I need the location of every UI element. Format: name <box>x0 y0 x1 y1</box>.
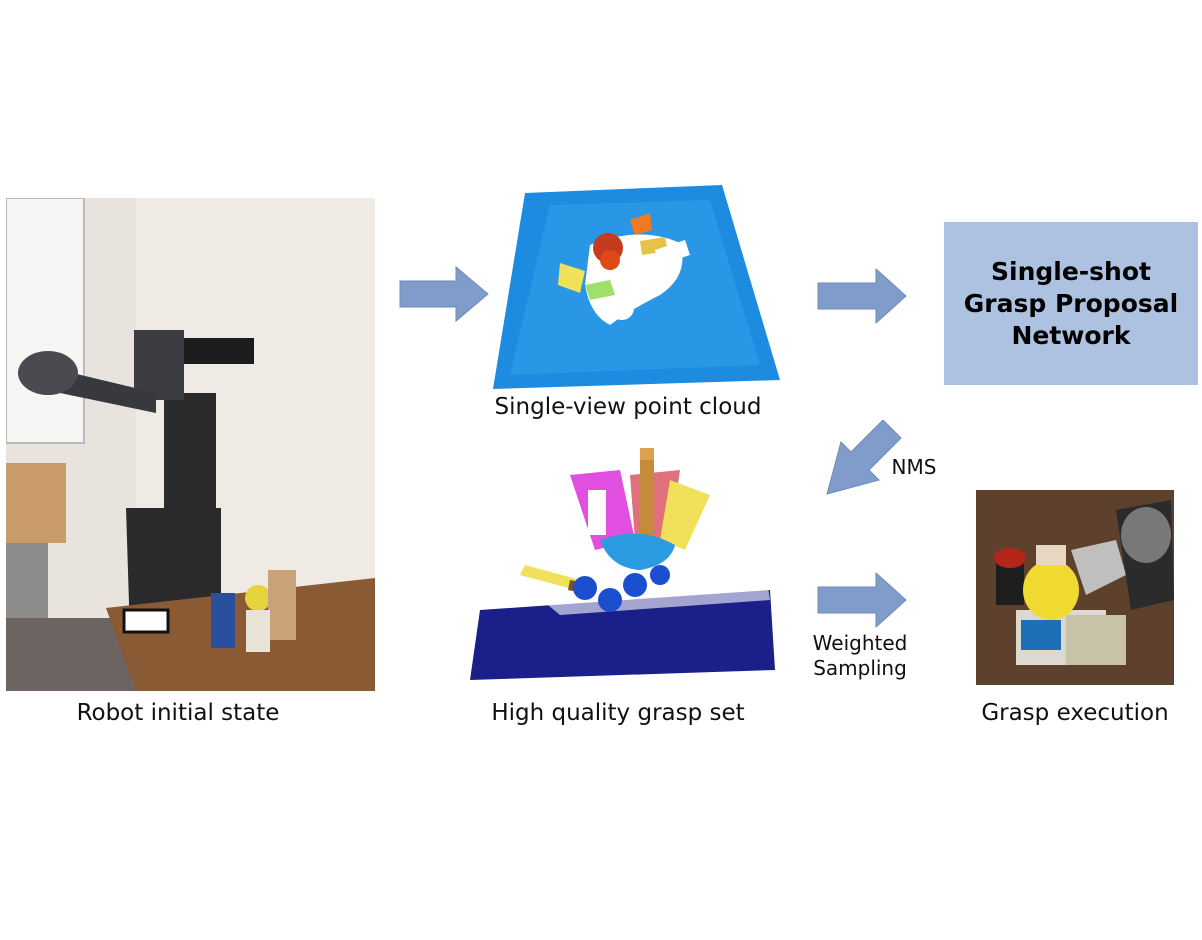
single-view-point-cloud-caption: Single-view point cloud <box>494 394 762 420</box>
nms-arrow <box>826 420 902 495</box>
right-arrow-3 <box>817 571 907 629</box>
weighted-sampling-label: Weighted Sampling <box>812 631 908 680</box>
high-quality-grasp-set-caption: High quality grasp set <box>491 700 745 726</box>
grasp-execution-photo <box>976 490 1174 685</box>
grasp-proposal-network-box: Single-shot Grasp Proposal Network <box>944 222 1198 385</box>
nms-label: NMS <box>891 455 937 479</box>
high-quality-grasp-set-image <box>470 440 782 685</box>
right-arrow-1 <box>399 265 489 323</box>
robot-initial-state-caption: Robot initial state <box>76 700 280 726</box>
grasp-proposal-network-title: Single-shot Grasp Proposal Network <box>963 256 1179 350</box>
grasp-execution-caption: Grasp execution <box>981 700 1169 726</box>
right-arrow-2 <box>817 267 907 325</box>
robot-initial-state-photo <box>5 197 375 691</box>
single-view-point-cloud-image <box>490 185 790 390</box>
